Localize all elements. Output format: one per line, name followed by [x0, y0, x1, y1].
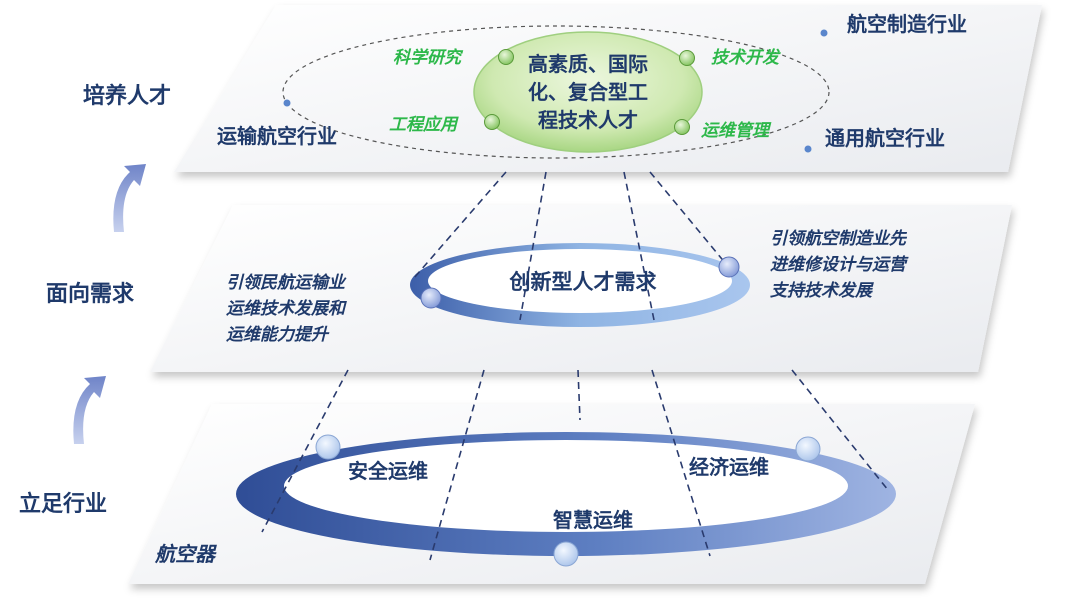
label-aircraft: 航空器: [154, 542, 217, 566]
skill-tech-dev: 技术开发: [711, 48, 781, 68]
ring-dot: [553, 541, 579, 567]
label-smart-ops: 智慧运维: [553, 508, 633, 532]
side-label-cultivate: 培养人才: [83, 84, 172, 109]
dashed-connectors-lower: [261, 369, 889, 561]
green-dot: [484, 114, 500, 130]
green-dot: [498, 49, 514, 65]
skill-ops-mgmt: 运维管理: [701, 121, 772, 141]
label-economic-ops: 经济运维: [689, 455, 769, 479]
right-desc-line-2: 进维修设计与运营: [770, 255, 909, 275]
industry-general: 通用航空行业: [825, 126, 945, 150]
side-label-demand: 面向需求: [46, 282, 135, 307]
dashed-connectors-upper: [413, 171, 727, 321]
top-dashed-orbit: [282, 25, 830, 159]
orbit-dot: [820, 29, 828, 37]
ring-dot: [795, 436, 821, 462]
orbit-dot: [804, 145, 812, 153]
middle-ring: [410, 243, 750, 327]
talent-line-3: 程技术人才: [538, 108, 638, 132]
skill-engineering: 工程应用: [389, 115, 459, 135]
up-arrow-icon: [73, 376, 106, 444]
industry-manufacturing: 航空制造行业: [847, 12, 967, 36]
talent-ellipse: [473, 31, 703, 153]
talent-line-1: 高素质、国际: [528, 52, 648, 76]
ring-dot: [718, 256, 740, 278]
up-arrow-icon: [113, 164, 146, 232]
side-label-industry: 立足行业: [19, 492, 108, 517]
ring-label-innovation: 创新型人才需求: [509, 270, 657, 294]
talent-line-2: 化、复合型工: [528, 80, 648, 104]
industry-transport: 运输航空行业: [217, 124, 337, 148]
ring-dot: [420, 287, 442, 309]
green-dot: [674, 119, 690, 135]
bottom-ring: [236, 432, 896, 556]
skill-research: 科学研究: [393, 48, 464, 68]
label-safe-ops: 安全运维: [348, 459, 428, 483]
right-desc-line-3: 支持技术发展: [770, 281, 874, 301]
ring-dot: [315, 434, 341, 460]
left-desc-line-2: 运维技术发展和: [226, 299, 347, 319]
left-desc-line-1: 引领民航运输业: [226, 273, 347, 293]
right-desc-line-1: 引领航空制造业先: [770, 229, 908, 249]
orbit-dot: [283, 99, 291, 107]
green-dot: [679, 50, 695, 66]
left-desc-line-3: 运维能力提升: [226, 325, 330, 345]
